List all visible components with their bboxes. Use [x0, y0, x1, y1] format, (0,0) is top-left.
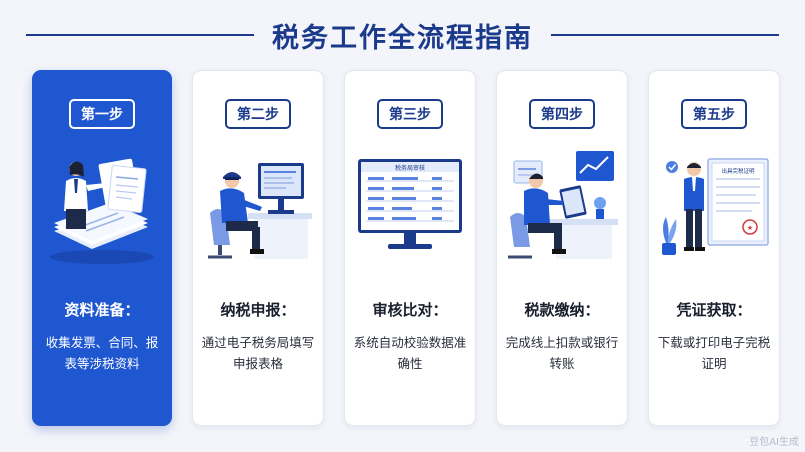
- step-description: 系统自动校验数据准确性: [353, 335, 467, 371]
- step-title: 审核比对：: [372, 301, 448, 319]
- step-title: 凭证获取：: [676, 301, 752, 319]
- step-badge: 第二步: [225, 99, 291, 129]
- steps-row: 第一步 资料准备： 收集发票、合同、报表等涉税资料: [32, 70, 780, 426]
- watermark: 豆包AI生成: [749, 437, 799, 448]
- step-card-2[interactable]: 第二步 纳税申报：: [192, 70, 324, 426]
- step-title: 资料准备：: [64, 301, 140, 319]
- svg-text:★: ★: [747, 224, 753, 232]
- step-description: 下载或打印电子完税证明: [657, 335, 771, 371]
- step-card-3[interactable]: 第三步 税务局审核 审核比对： 系统自动校验数: [344, 70, 476, 426]
- officer-at-computer-icon: [208, 163, 312, 259]
- step-badge: 第三步: [377, 99, 443, 129]
- person-paying-online-icon: [508, 151, 618, 259]
- step-description: 收集发票、合同、报表等涉税资料: [45, 335, 159, 371]
- title-rule-right: [551, 34, 779, 36]
- monitor-review-screen-icon: 税务局审核: [358, 159, 462, 249]
- person-presenting-documents-icon: [50, 158, 154, 264]
- step-badge: 第五步: [681, 99, 747, 129]
- step-badge: 第四步: [529, 99, 595, 129]
- step-badge: 第一步: [69, 99, 135, 129]
- step-card-4[interactable]: 第四步: [496, 70, 628, 426]
- step-description: 通过电子税务局填写申报表格: [201, 335, 315, 371]
- certificate-heading: 出具完税证明: [721, 167, 755, 175]
- step-description: 完成线上扣款或银行转账: [505, 335, 619, 371]
- step-title: 税款缴纳：: [524, 301, 600, 319]
- step-title: 纳税申报：: [220, 301, 296, 319]
- step-card-1[interactable]: 第一步 资料准备： 收集发票、合同、报表等涉税资料: [32, 70, 172, 426]
- monitor-heading: 税务局审核: [395, 164, 425, 172]
- title-rule-left: [26, 34, 254, 36]
- certificate-with-person-icon: 出具完税证明 ★: [662, 158, 769, 255]
- header: 税务工作全流程指南: [0, 14, 805, 56]
- step-card-5[interactable]: 第五步 出具完税证明 ★: [648, 70, 780, 426]
- page-title: 税务工作全流程指南: [272, 22, 533, 54]
